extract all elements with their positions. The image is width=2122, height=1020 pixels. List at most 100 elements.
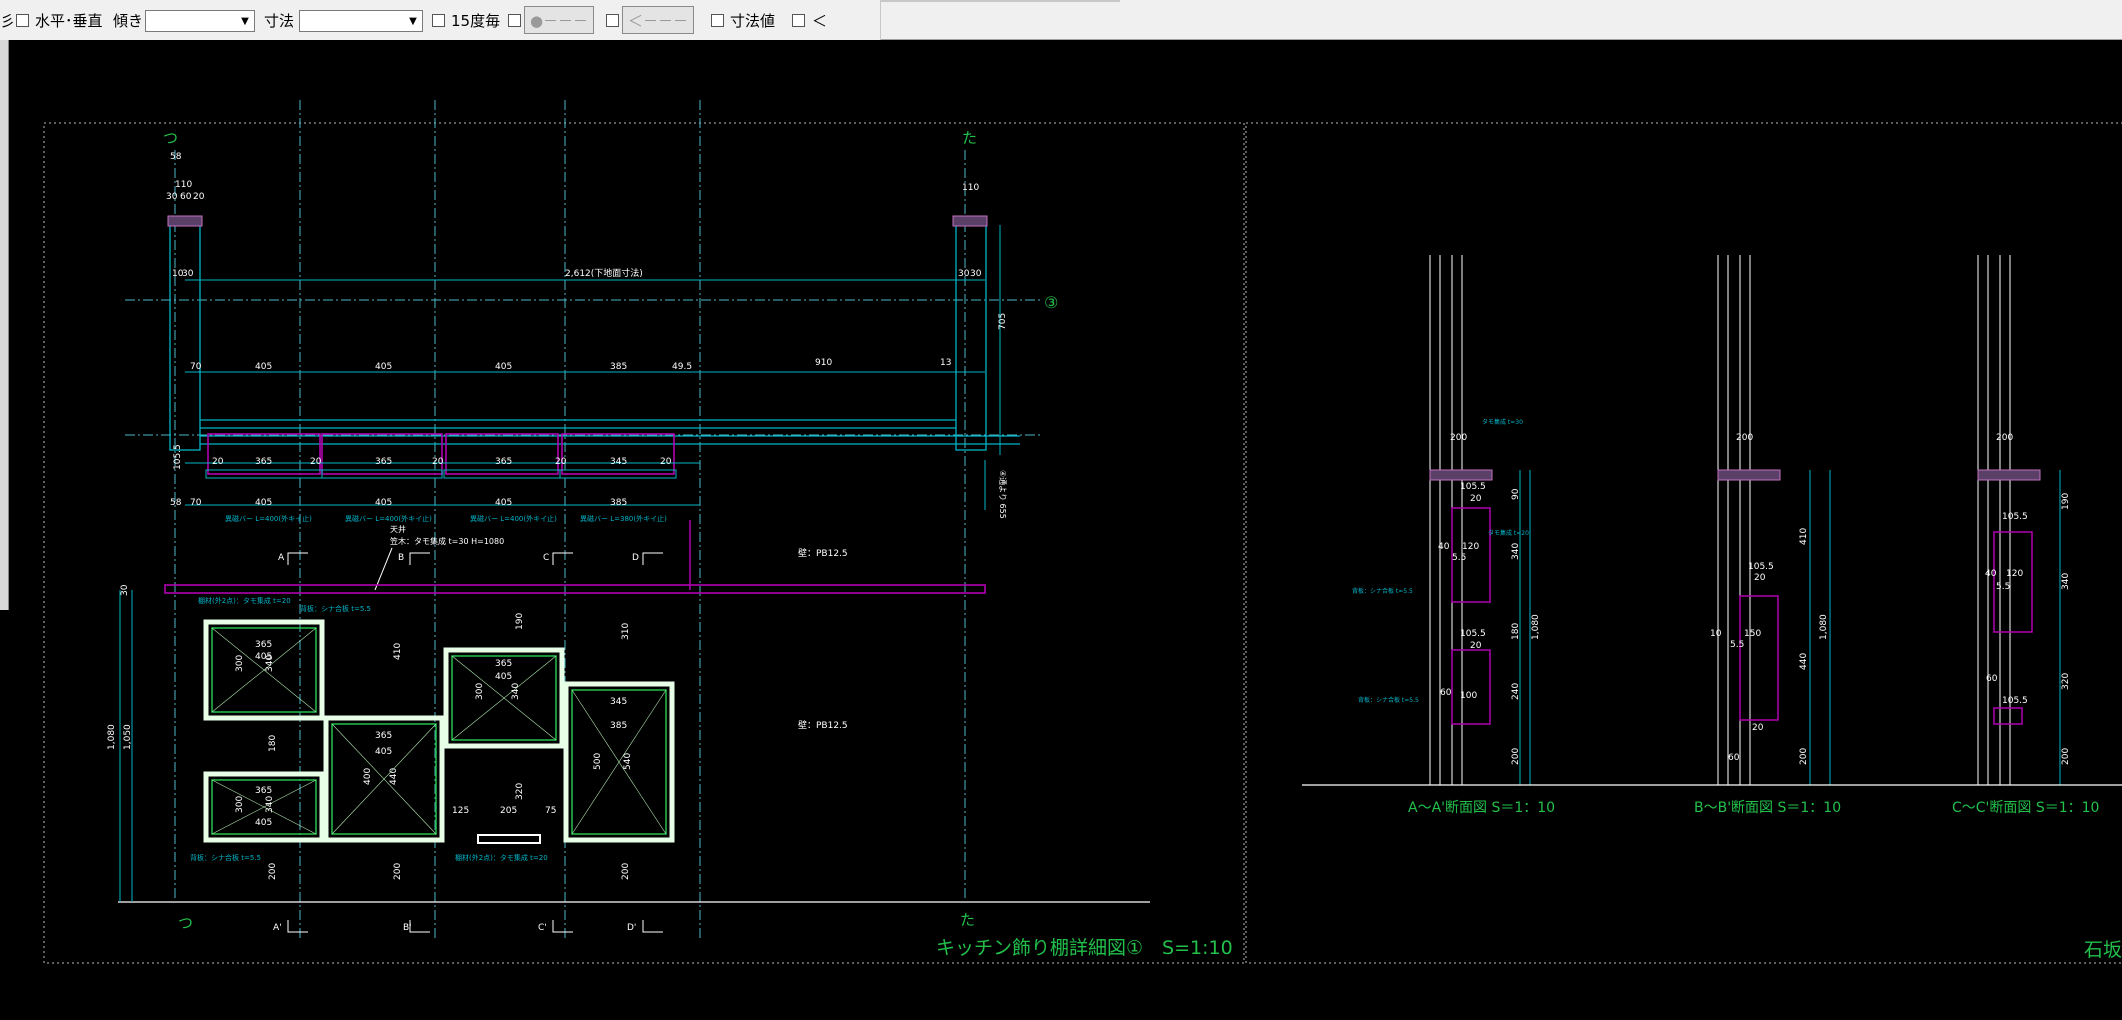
svg-text:異磁バー L=400(外キイ止): 異磁バー L=400(外キイ止) xyxy=(470,514,557,523)
svg-text:365: 365 xyxy=(375,457,392,467)
svg-text:540: 540 xyxy=(623,753,633,770)
svg-text:440: 440 xyxy=(389,768,399,785)
svg-text:背板：シナ合板 t=5.5: 背板：シナ合板 t=5.5 xyxy=(300,604,371,613)
dimension-select[interactable]: ▼ xyxy=(299,10,423,32)
elevation-dims: 30 1,080 1,050 180 200 190 410 200 310 3… xyxy=(107,584,631,880)
svg-text:385: 385 xyxy=(610,498,627,508)
svg-text:棚材(外2点)：タモ集成 t=20: 棚材(外2点)：タモ集成 t=20 xyxy=(455,853,548,862)
wall-label-2: 壁：PB12.5 xyxy=(798,719,848,731)
left-tool-strip[interactable] xyxy=(0,40,9,610)
svg-text:10: 10 xyxy=(1710,629,1722,639)
svg-text:125: 125 xyxy=(452,806,469,816)
arrow-checkbox[interactable] xyxy=(606,14,619,27)
svg-text:30: 30 xyxy=(958,269,970,279)
svg-text:110: 110 xyxy=(962,183,979,193)
svg-text:58: 58 xyxy=(170,498,182,508)
svg-text:205: 205 xyxy=(500,806,517,816)
svg-text:5.5: 5.5 xyxy=(1730,640,1744,650)
section-marks: A B C D A' B' C' D' xyxy=(273,553,639,933)
svg-text:異磁バー L=380(外キイ止): 異磁バー L=380(外キイ止) xyxy=(580,514,667,523)
grid-lines xyxy=(125,100,1040,940)
plan-dims: 58 110 30 60 20 110 10 30 30 30 70 405 4… xyxy=(166,152,982,508)
svg-text:200: 200 xyxy=(393,863,403,880)
svg-text:200: 200 xyxy=(1450,433,1467,443)
svg-text:C: C xyxy=(543,553,549,563)
svg-text:70: 70 xyxy=(190,498,202,508)
circle-line-button[interactable]: ●－－－ xyxy=(524,6,594,34)
wall-label-1: 壁：PB12.5 xyxy=(798,547,848,559)
grid-mark-ta: た xyxy=(962,129,977,147)
svg-text:60: 60 xyxy=(1440,688,1452,698)
slope-select[interactable]: ▼ xyxy=(145,10,255,32)
svg-text:5.5: 5.5 xyxy=(1452,553,1466,563)
horiz-vert-checkbox[interactable] xyxy=(16,14,29,27)
svg-text:365: 365 xyxy=(255,640,272,650)
svg-text:20: 20 xyxy=(555,457,567,467)
section-b-title: B～B'断面図 S＝1：10 xyxy=(1694,800,1841,816)
svg-text:30: 30 xyxy=(970,269,982,279)
svg-text:A': A' xyxy=(273,923,282,933)
bar-notes: 異磁バー L=400(外キイ止) 異磁バー L=400(外キイ止) 異磁バー L… xyxy=(225,514,667,523)
svg-text:340: 340 xyxy=(511,683,521,700)
plan-walls xyxy=(169,219,1020,451)
svg-text:405: 405 xyxy=(495,498,512,508)
box-dims: 365 405 300 340 365 405 300 340 365 405 … xyxy=(235,640,633,828)
svg-text:30: 30 xyxy=(120,584,130,596)
grid-mark-tsu-bottom: つ xyxy=(178,914,193,932)
svg-text:300: 300 xyxy=(475,683,485,700)
svg-text:1,080: 1,080 xyxy=(1819,614,1829,640)
svg-text:405: 405 xyxy=(255,498,272,508)
svg-text:C': C' xyxy=(538,923,547,933)
section-c-dims: 200 105.5 40 120 5.5 60 105.5 190 340 32… xyxy=(1985,433,2071,765)
arrow-line-button[interactable]: ＜－－－ xyxy=(622,6,694,34)
svg-text:20: 20 xyxy=(212,457,224,467)
svg-text:100: 100 xyxy=(1460,691,1477,701)
section-a-title: A～A'断面図 S＝1：10 xyxy=(1408,800,1555,816)
svg-text:20: 20 xyxy=(1754,573,1766,583)
svg-text:365: 365 xyxy=(375,731,392,741)
svg-text:49.5: 49.5 xyxy=(672,362,692,372)
elevation-box-diagonals xyxy=(211,627,667,835)
plan-shelves xyxy=(207,433,675,475)
svg-text:410: 410 xyxy=(393,643,403,660)
svg-text:405: 405 xyxy=(375,747,392,757)
svg-text:200: 200 xyxy=(268,863,278,880)
svg-text:58: 58 xyxy=(170,152,182,162)
svg-text:20: 20 xyxy=(193,192,205,202)
svg-text:200: 200 xyxy=(1996,433,2013,443)
chevron-down-icon: ▼ xyxy=(409,15,417,27)
svg-text:5.5: 5.5 xyxy=(1996,582,2010,592)
svg-text:200: 200 xyxy=(1799,748,1809,765)
svg-text:1,050: 1,050 xyxy=(123,724,133,750)
dim-value-label: 寸法値 xyxy=(730,12,776,30)
svg-text:75: 75 xyxy=(545,806,556,816)
svg-text:190: 190 xyxy=(2061,493,2071,510)
last-label: ＜ xyxy=(812,12,828,30)
svg-text:D: D xyxy=(632,553,639,563)
svg-text:405: 405 xyxy=(255,818,272,828)
svg-text:240: 240 xyxy=(1511,683,1521,700)
slope-label: 傾き xyxy=(113,12,144,30)
svg-text:190: 190 xyxy=(515,613,525,630)
svg-text:タモ集成 t=30: タモ集成 t=30 xyxy=(1482,418,1523,426)
svg-text:B': B' xyxy=(403,923,412,933)
deg15-checkbox[interactable] xyxy=(432,14,445,27)
circle-checkbox[interactable] xyxy=(508,14,521,27)
last-checkbox[interactable] xyxy=(792,14,805,27)
svg-text:60: 60 xyxy=(1986,674,1998,684)
svg-text:棚材(外2点)：タモ集成 t=20: 棚材(外2点)：タモ集成 t=20 xyxy=(198,596,291,605)
chevron-down-icon: ▼ xyxy=(241,15,249,27)
overall-dim: 2,612(下地面寸法) xyxy=(565,267,643,279)
svg-text:340: 340 xyxy=(1511,543,1521,560)
dim-value-checkbox[interactable] xyxy=(711,14,724,27)
elevation-box-inner xyxy=(211,627,667,835)
svg-text:405: 405 xyxy=(495,362,512,372)
svg-text:405: 405 xyxy=(255,362,272,372)
dim-705: 705 xyxy=(998,313,1008,330)
svg-text:70: 70 xyxy=(190,362,202,372)
section-a-dims: 200 105.5 20 40 120 5.5 105.5 20 60 100 … xyxy=(1438,433,1541,765)
svg-text:タモ集成 t=20: タモ集成 t=20 xyxy=(1488,529,1529,537)
grid-mark-3: ③ xyxy=(1044,293,1058,312)
svg-text:30: 30 xyxy=(166,192,178,202)
